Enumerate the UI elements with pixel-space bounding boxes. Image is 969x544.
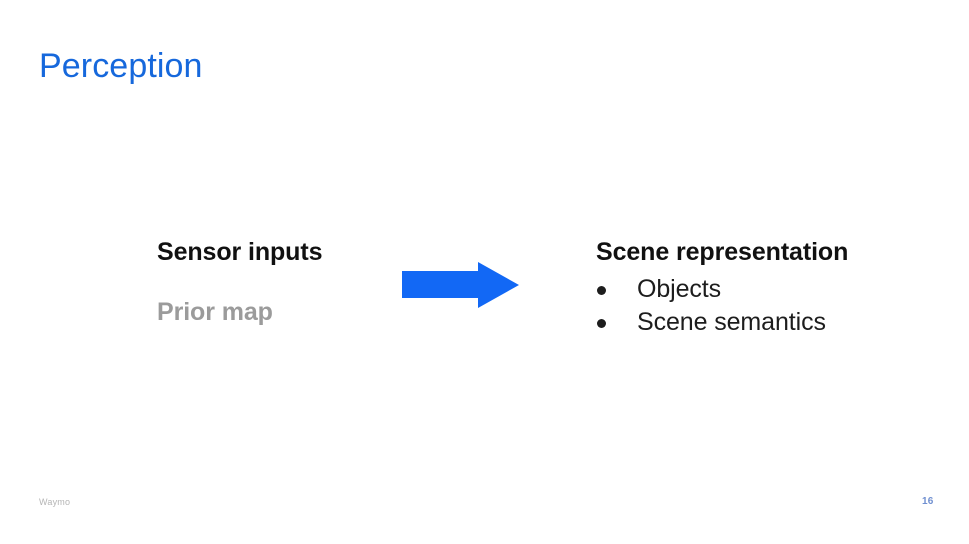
flow-arrow — [400, 259, 522, 311]
slide-page-number: 16 — [922, 496, 934, 507]
bullet-dot-icon — [597, 286, 606, 295]
bullet-dot-icon — [597, 319, 606, 328]
prior-map-label: Prior map — [157, 298, 273, 326]
scene-representation-list: Objects Scene semantics — [596, 273, 926, 339]
footer-brand-label: Waymo — [39, 497, 71, 507]
list-item-label: Objects — [637, 275, 722, 303]
sensor-inputs-heading: Sensor inputs — [157, 238, 323, 266]
page-title: Perception — [39, 47, 203, 85]
right-arrow-icon — [402, 262, 519, 308]
list-item-label: Scene semantics — [637, 308, 826, 336]
scene-representation-heading: Scene representation — [596, 238, 849, 266]
scene-representation-group: Scene representation Objects Scene seman… — [596, 237, 926, 339]
sensor-inputs-group: Sensor inputs Prior map — [157, 237, 387, 327]
list-item: Scene semantics — [596, 306, 926, 339]
list-item: Objects — [596, 273, 926, 306]
